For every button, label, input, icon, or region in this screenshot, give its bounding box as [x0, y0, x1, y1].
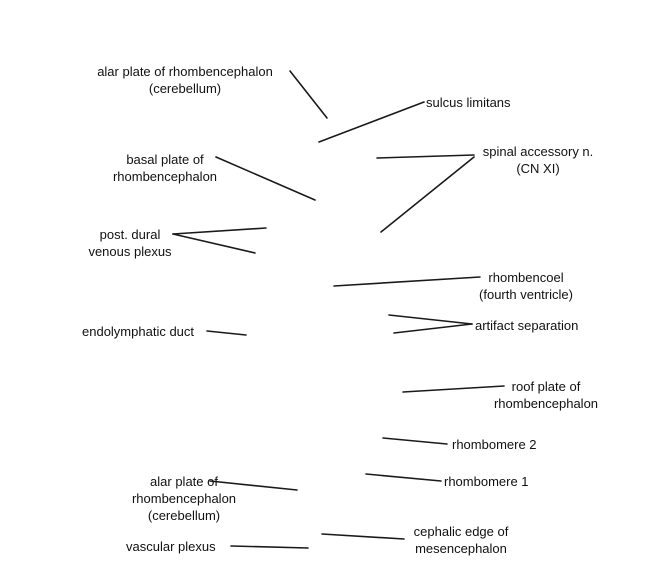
label-alar-plate-bottom: alar plate of rhombencephalon (cerebellu… — [131, 474, 237, 523]
label-rhombomere-1: rhombomere 1 — [444, 474, 529, 489]
leader-post-dural-b — [172, 233, 256, 254]
leader-spinal-accessory-a — [376, 154, 475, 159]
leader-basal-plate — [215, 156, 316, 201]
leader-artifact-separation-b — [393, 323, 473, 334]
leader-sulcus-limitans — [318, 101, 425, 143]
label-endolymphatic-duct: endolymphatic duct — [82, 324, 195, 339]
leader-alar-plate-top — [289, 70, 328, 119]
leader-alar-plate-bottom — [209, 480, 298, 491]
leader-post-dural-a — [172, 227, 267, 235]
leader-rhombomere-1 — [365, 473, 442, 482]
leader-roof-plate — [402, 385, 505, 393]
label-rhombencoel: rhombencoel (fourth ventricle) — [479, 270, 573, 302]
leader-vascular-plexus — [230, 545, 309, 549]
label-rhombomere-2: rhombomere 2 — [452, 437, 537, 452]
label-vascular-plexus: vascular plexus — [126, 539, 216, 554]
leader-rhombomere-2 — [382, 437, 448, 445]
label-roof-plate: roof plate of rhombencephalon — [493, 379, 599, 411]
label-artifact-separation: artifact separation — [475, 318, 579, 333]
label-cephalic-edge: cephalic edge of mesencephalon — [413, 524, 509, 556]
label-post-dural: post. dural venous plexus — [88, 227, 172, 259]
label-alar-plate-top: alar plate of rhombencephalon (cerebellu… — [97, 64, 273, 96]
leader-spinal-accessory-b — [380, 156, 475, 233]
label-basal-plate: basal plate of rhombencephalon — [112, 152, 218, 184]
label-sulcus-limitans: sulcus limitans — [426, 95, 511, 110]
leader-endolymphatic-duct — [206, 330, 247, 336]
label-spinal-accessory: spinal accessory n. (CN XI) — [482, 144, 594, 176]
leader-cephalic-edge — [321, 533, 405, 540]
leader-rhombencoel — [333, 276, 481, 287]
leader-artifact-separation-a — [388, 314, 473, 325]
